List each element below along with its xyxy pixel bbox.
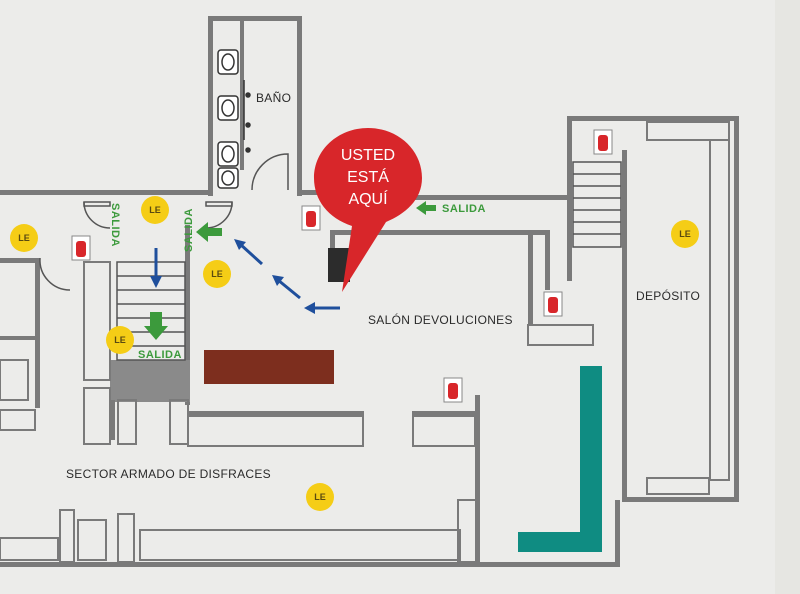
exit-arrow-icon (144, 201, 436, 340)
fire-extinguisher-icon (593, 129, 613, 155)
emergency-light-label: LE (149, 205, 161, 215)
toilet-icon (217, 49, 251, 189)
counter-brown (204, 350, 334, 384)
emergency-light-label: LE (679, 229, 691, 239)
counter-teal (518, 366, 602, 552)
emergency-light-label: LE (18, 233, 30, 243)
wall-strip (775, 0, 800, 594)
staircase-icon (572, 161, 622, 248)
room-label-sector: SECTOR ARMADO DE DISFRACES (66, 467, 271, 481)
room-label-salon: SALÓN DEVOLUCIONES (368, 312, 513, 327)
exit-label-stairs: SALIDA (138, 349, 182, 361)
walls (0, 16, 739, 567)
room-label-deposito: DEPÓSITO (636, 288, 700, 303)
fire-extinguisher-icon (443, 377, 463, 403)
emergency-light-icon: LE (671, 220, 699, 248)
emergency-light-label: LE (314, 492, 326, 502)
exit-label-door-right: SALIDA (183, 208, 195, 252)
route-arrow-icon (150, 239, 340, 314)
emergency-light-label: LE (114, 335, 126, 345)
exit-label-salon: SALIDA (442, 203, 486, 215)
emergency-light-icon: LE (106, 326, 134, 354)
marker-line-1: USTED (341, 147, 395, 164)
emergency-light-icon: LE (203, 260, 231, 288)
fire-extinguisher-icon (301, 205, 321, 231)
room-label-bano: BAÑO (256, 91, 291, 105)
reception-block (328, 248, 350, 282)
fire-extinguisher-icon (71, 235, 91, 261)
exit-label-door-left: SALIDA (109, 203, 121, 247)
you-are-here-marker: USTED ESTÁ AQUÍ (314, 128, 422, 292)
emergency-light-label: LE (211, 269, 223, 279)
marker-line-2: ESTÁ (347, 167, 389, 186)
exit-doors (39, 201, 233, 291)
door-arc (251, 153, 289, 191)
emergency-light-icon: LE (141, 196, 169, 224)
emergency-light-icon: LE (10, 224, 38, 252)
fire-extinguisher-icon (543, 291, 563, 317)
marker-line-3: AQUÍ (348, 189, 388, 208)
sign-panel (0, 0, 775, 594)
emergency-light-icon: LE (306, 483, 334, 511)
